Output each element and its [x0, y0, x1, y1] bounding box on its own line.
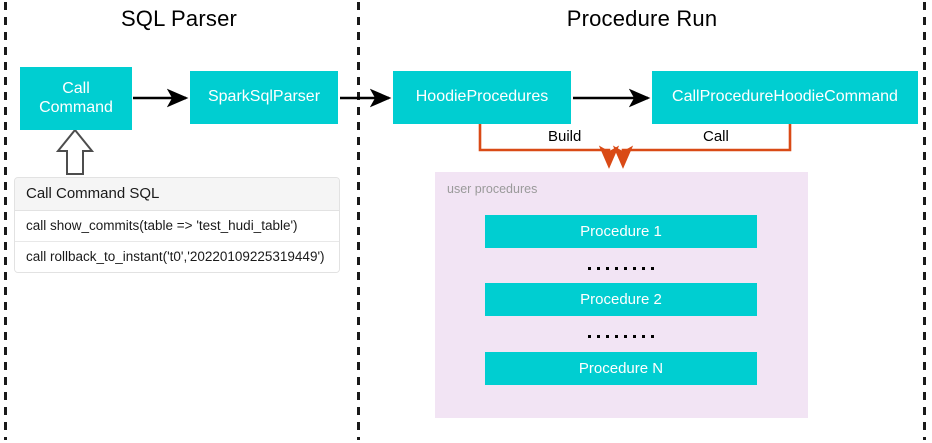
user-procedures-panel-label: user procedures	[447, 182, 538, 196]
procedure-box-label: Procedure 2	[580, 291, 662, 308]
section-title-procedure-run: Procedure Run	[566, 6, 718, 31]
node-spark-sql-parser-label: SparkSqlParser	[207, 88, 321, 106]
ellipsis-separator	[485, 329, 757, 343]
dot-icon	[633, 266, 636, 270]
dot-icon	[624, 266, 627, 270]
node-call-command-line1: Call	[62, 80, 90, 98]
edge-label-build: Build	[543, 128, 587, 145]
dot-icon	[651, 266, 654, 270]
node-call-procedure-hoodie-command-label: CallProcedureHoodieCommand	[672, 88, 898, 106]
dot-icon	[606, 266, 609, 270]
hollow-up-arrow-icon	[55, 128, 95, 175]
procedure-box[interactable]: Procedure N	[485, 352, 757, 385]
procedure-box-label: Procedure N	[578, 360, 664, 377]
call-command-sql-list: Call Command SQL call show_commits(table…	[14, 177, 340, 273]
node-call-command-text: Call Command	[39, 80, 113, 117]
dot-icon	[606, 334, 609, 338]
user-procedures-panel: user procedures Procedure 1 Procedure 2 …	[435, 172, 808, 418]
node-call-command[interactable]: Call Command	[20, 67, 132, 130]
dot-icon	[588, 266, 591, 270]
dot-icon	[633, 334, 636, 338]
edge-label-call: Call	[698, 128, 734, 145]
procedure-box[interactable]: Procedure 1	[485, 215, 757, 248]
procedure-box[interactable]: Procedure 2	[485, 283, 757, 316]
dot-icon	[615, 266, 618, 270]
node-call-command-line2: Command	[39, 98, 113, 116]
dot-icon	[651, 334, 654, 338]
node-call-procedure-hoodie-command[interactable]: CallProcedureHoodieCommand	[652, 71, 918, 124]
ellipsis-separator	[485, 261, 757, 275]
dot-icon	[588, 334, 591, 338]
node-spark-sql-parser[interactable]: SparkSqlParser	[190, 71, 338, 124]
node-hoodie-procedures[interactable]: HoodieProcedures	[393, 71, 571, 124]
node-hoodie-procedures-label: HoodieProcedures	[415, 88, 549, 106]
section-title-sql-parser: SQL Parser	[120, 6, 238, 31]
procedure-box-label: Procedure 1	[580, 223, 662, 240]
dot-icon	[642, 266, 645, 270]
dot-icon	[597, 334, 600, 338]
call-command-sql-list-header: Call Command SQL	[15, 178, 339, 211]
dot-icon	[642, 334, 645, 338]
dot-icon	[597, 266, 600, 270]
dot-icon	[615, 334, 618, 338]
call-command-sql-row[interactable]: call rollback_to_instant('t0','202201092…	[15, 242, 339, 272]
call-command-sql-row[interactable]: call show_commits(table => 'test_hudi_ta…	[15, 211, 339, 242]
dot-icon	[624, 334, 627, 338]
